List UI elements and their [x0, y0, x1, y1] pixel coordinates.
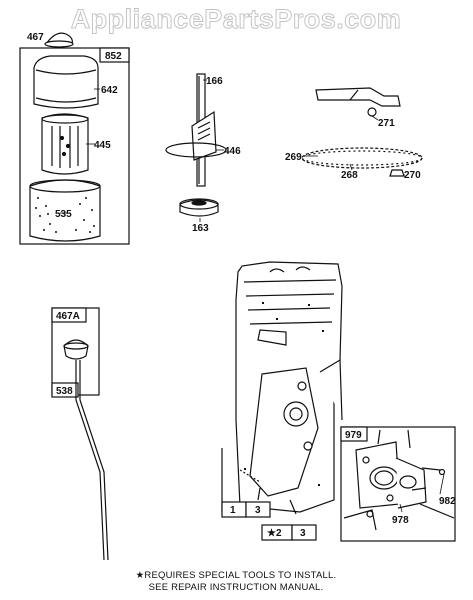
- label-2: ★2: [267, 528, 282, 539]
- label-467: 467: [27, 32, 44, 43]
- breather-tube-group: [165, 73, 227, 217]
- bracket-screw-part: [367, 107, 377, 117]
- governor-bracket-part: [315, 87, 401, 107]
- label-445: 445: [94, 140, 111, 151]
- watermark-text: AppliancePartsPros.com: [71, 4, 402, 34]
- leader-lines: [60, 79, 445, 513]
- engine-label-boxes: [221, 448, 317, 541]
- label-982: 982: [439, 496, 456, 507]
- insulator-group: [340, 426, 456, 542]
- insulator-gasket-part: [369, 466, 399, 490]
- air-cleaner-cover-part: [33, 55, 99, 109]
- air-cleaner-box: [19, 47, 130, 245]
- breather-cap-part: [179, 199, 219, 217]
- footnote-line-1: ★REQUIRES SPECIAL TOOLS TO INSTALL.: [136, 570, 337, 581]
- label-166: 166: [206, 76, 223, 87]
- label-3-upper: 3: [255, 505, 261, 516]
- label-852: 852: [105, 51, 122, 62]
- label-270: 270: [404, 170, 421, 181]
- dipstick-group: [51, 307, 109, 561]
- cable-clip-part: [389, 169, 405, 177]
- label-467A: 467A: [56, 311, 80, 322]
- label-535: 535: [55, 209, 72, 220]
- insulator-screw-part: [438, 468, 446, 476]
- label-163: 163: [192, 223, 209, 234]
- wing-nut-part: [44, 32, 74, 48]
- label-978: 978: [392, 515, 409, 526]
- air-cleaner-group: [19, 47, 130, 245]
- label-446: 446: [224, 146, 241, 157]
- air-filter-cartridge-part: [41, 113, 89, 175]
- label-269: 269: [285, 152, 302, 163]
- label-1: 1: [230, 505, 236, 516]
- gasket-plate-part: [191, 110, 217, 161]
- label-268: 268: [341, 170, 358, 181]
- governor-link-group: [301, 87, 423, 177]
- engine-block: [235, 261, 343, 515]
- gasket-ring-part: [165, 142, 227, 158]
- label-538: 538: [56, 386, 73, 397]
- footnote-line-2: SEE REPAIR INSTRUCTION MANUAL.: [149, 582, 324, 593]
- label-979: 979: [345, 430, 362, 441]
- label-642: 642: [101, 85, 118, 96]
- insulator-box: [340, 426, 456, 542]
- label-271: 271: [378, 118, 395, 129]
- air-cleaner-label-box: [99, 47, 130, 63]
- label-3-lower: 3: [300, 528, 306, 539]
